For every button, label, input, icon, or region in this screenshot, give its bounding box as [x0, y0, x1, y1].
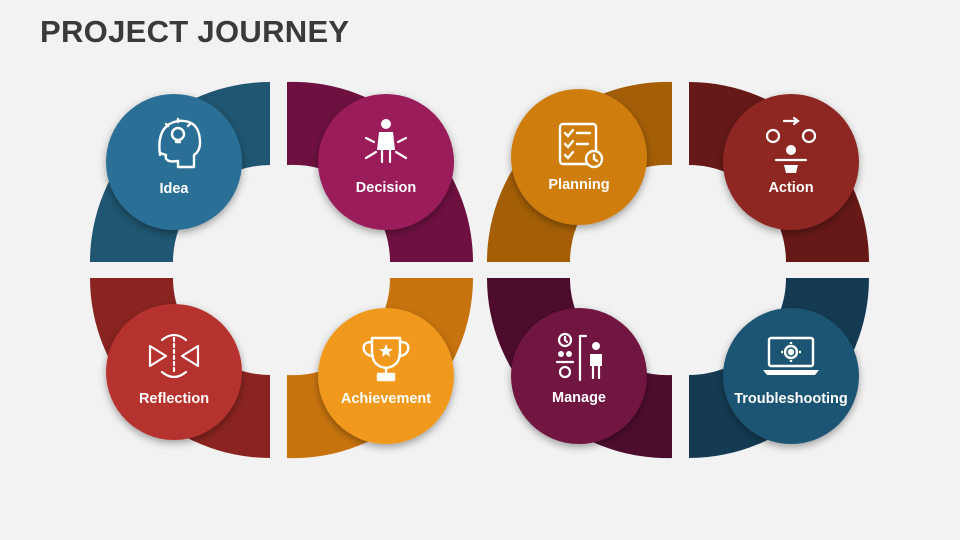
step-planning: Planning [511, 89, 647, 225]
step-manage: Manage [511, 308, 647, 444]
step-label-achievement: Achievement [341, 391, 431, 407]
gears-person-icon [765, 116, 817, 173]
step-achievement: Achievement [318, 308, 454, 444]
step-label-manage: Manage [552, 390, 606, 406]
team-manager-icon [555, 332, 602, 382]
step-label-planning: Planning [548, 177, 609, 193]
step-action: Action [723, 94, 859, 230]
step-troubleshooting: Troubleshooting [723, 308, 859, 444]
mirror-arrows-icon [148, 333, 200, 379]
step-reflection: Reflection [106, 304, 242, 440]
step-label-action: Action [768, 180, 813, 196]
checklist-clock-icon [558, 122, 604, 169]
head-lightbulb-icon [158, 117, 202, 169]
step-label-troubleshooting: Troubleshooting [734, 391, 848, 407]
person-arrows-icon [364, 119, 408, 164]
step-label-idea: Idea [159, 181, 189, 197]
laptop-gear-icon [763, 336, 819, 375]
step-idea: Idea [106, 94, 242, 230]
trophy-icon [362, 336, 410, 382]
step-label-reflection: Reflection [139, 391, 209, 407]
page-title: PROJECT JOURNEY [40, 14, 350, 49]
step-label-decision: Decision [356, 180, 416, 196]
step-decision: Decision [318, 94, 454, 230]
